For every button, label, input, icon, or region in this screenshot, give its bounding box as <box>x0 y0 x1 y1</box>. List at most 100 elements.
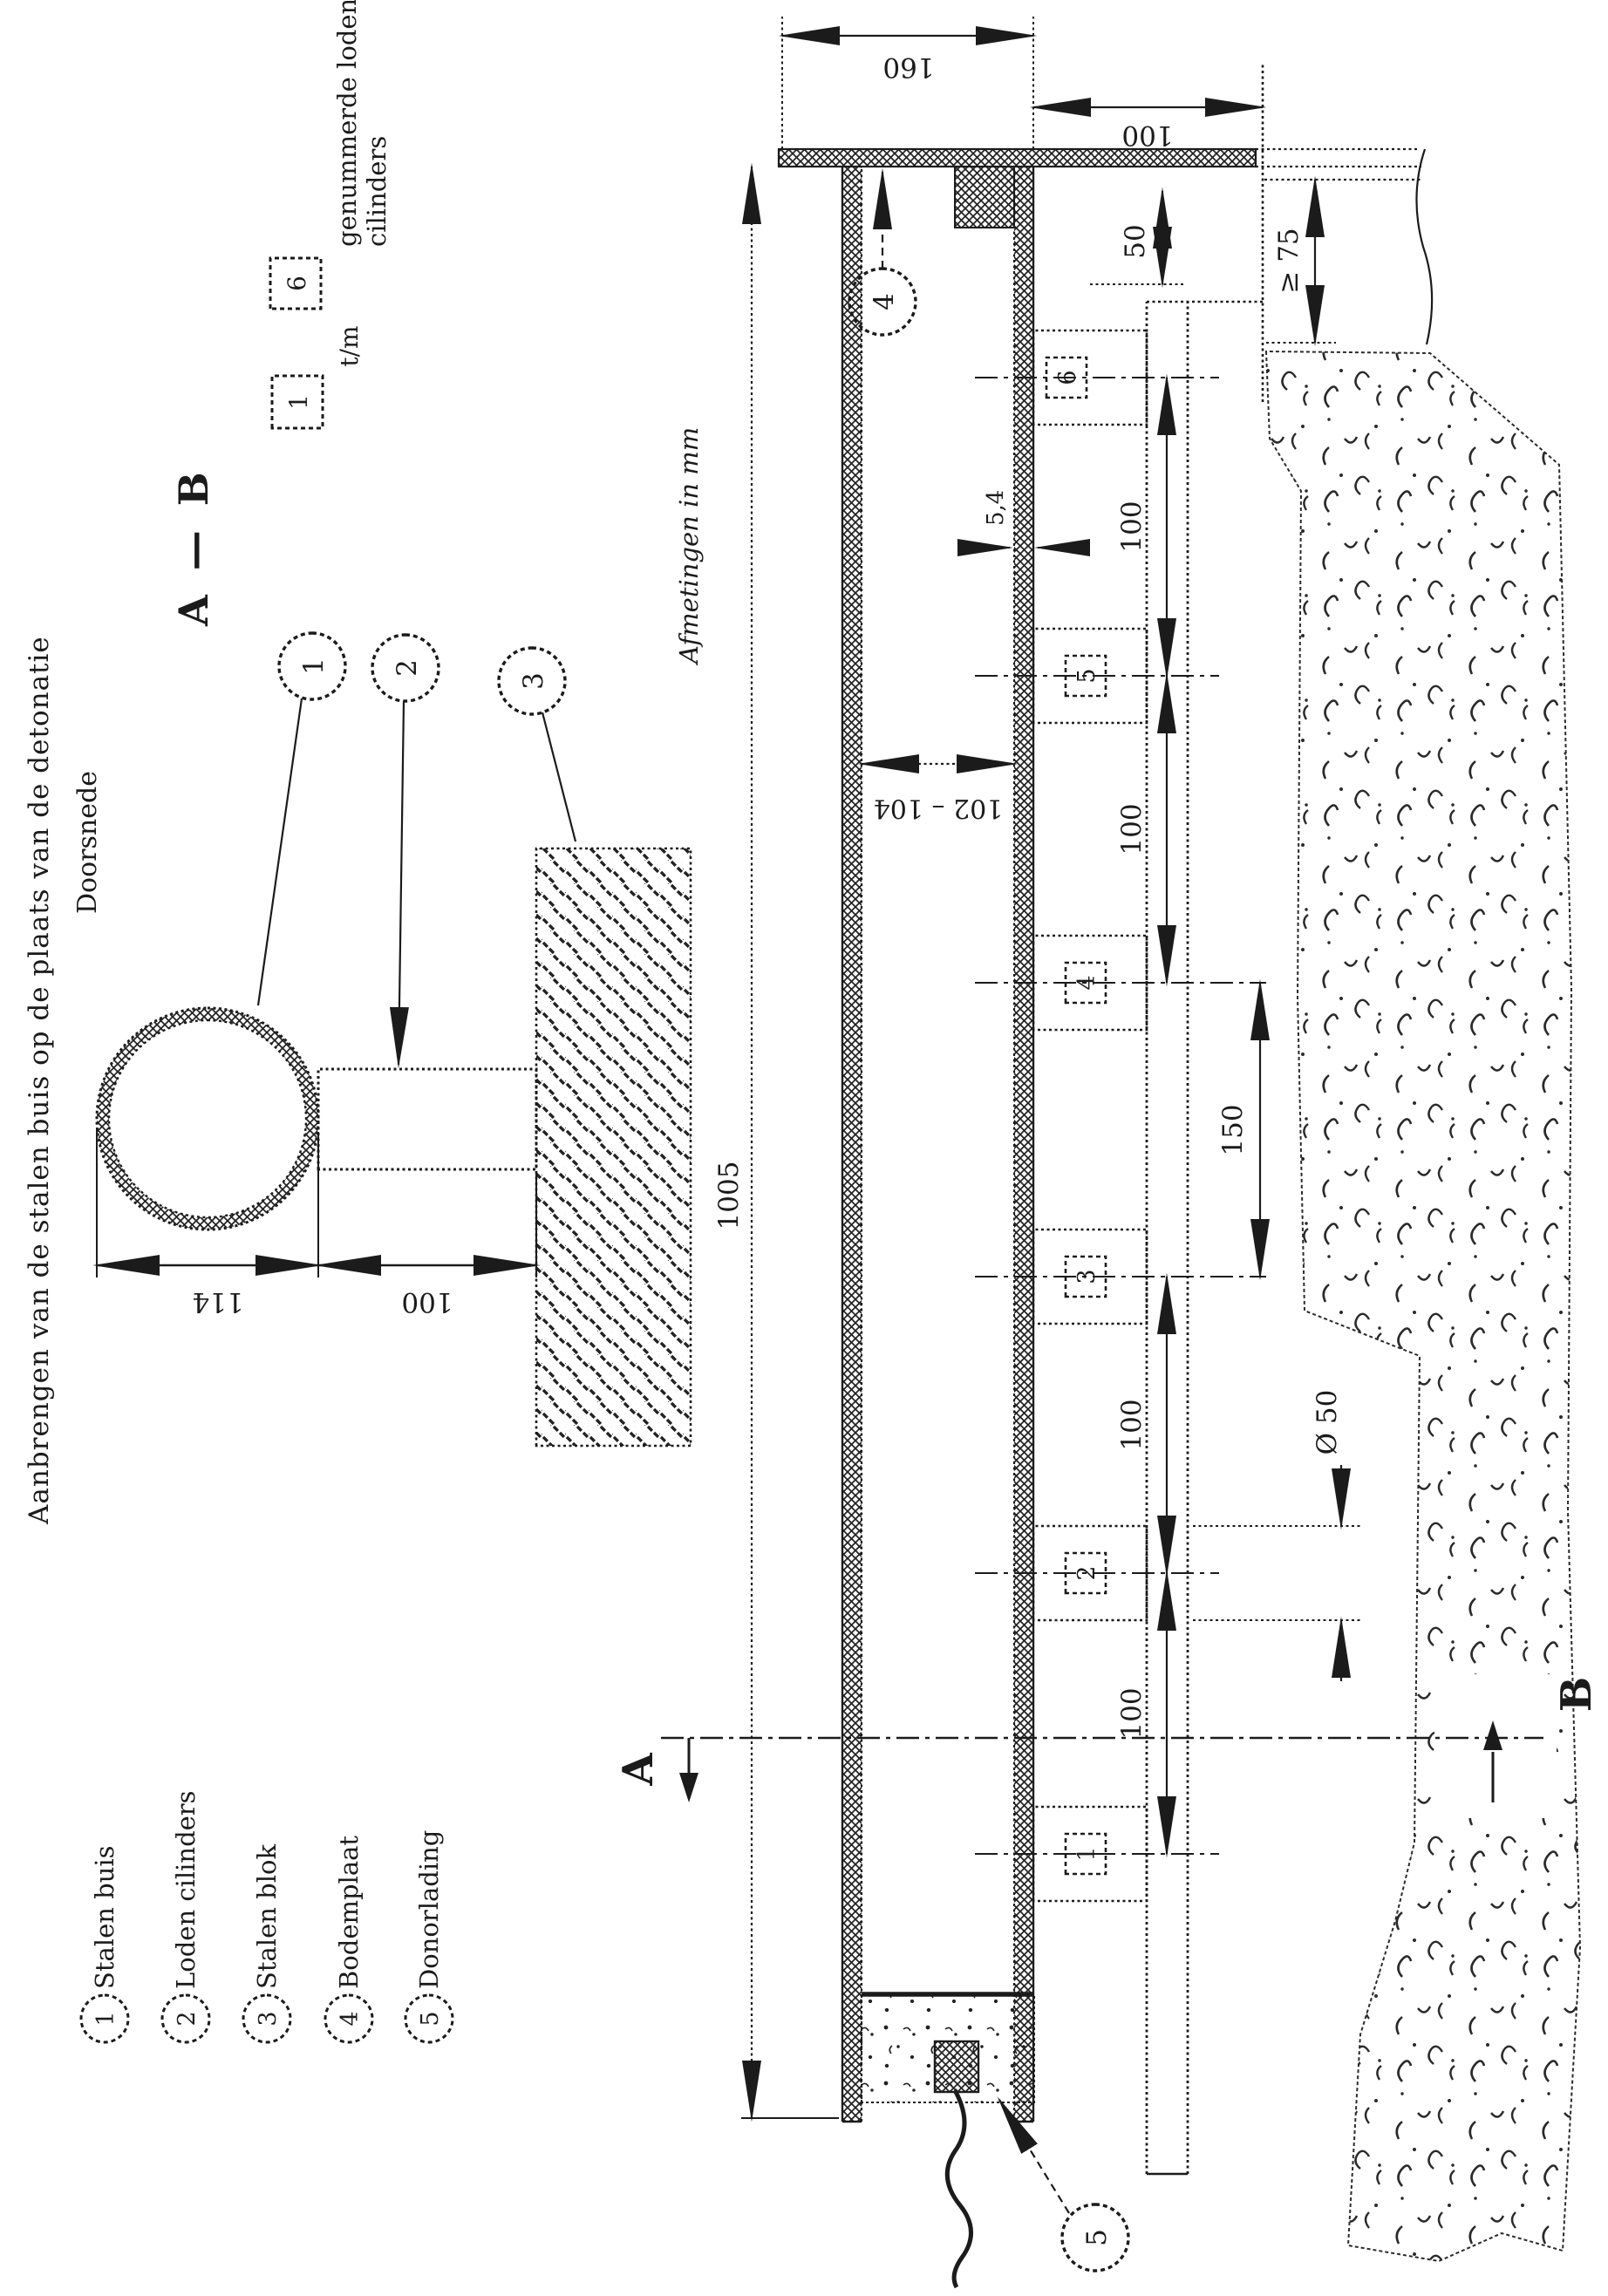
section-arrow-b-head <box>1483 1720 1502 1750</box>
dim-d50-text: Ø 50 <box>1312 1390 1343 1455</box>
callout-4-circle <box>848 267 917 337</box>
callout-2-circle <box>371 633 440 703</box>
cylinder-5-box <box>1064 654 1107 698</box>
dim-50: 50 <box>1090 187 1186 289</box>
dim-wall-text: 5,4 <box>983 490 1009 526</box>
callout-1-text: 1 <box>298 657 330 675</box>
dim-cyl-diameter: Ø 50 <box>1193 1390 1360 1681</box>
dim-1005: 1005 <box>713 162 839 2122</box>
cylinder-5-label: 5 <box>1073 668 1100 683</box>
dim-160-text: 160 <box>882 51 934 83</box>
legend-circle-1 <box>79 1993 130 2044</box>
dim-50-text: 50 <box>1120 224 1151 258</box>
cylinder-3-box <box>1064 1255 1107 1298</box>
section-line-ab: A B <box>614 1677 1601 1802</box>
dim-160: 160 <box>778 17 1038 149</box>
cylinder-6 <box>1032 329 1148 426</box>
cylinder-2-box <box>1064 1551 1107 1595</box>
legend-label-5: Donorlading <box>414 1830 444 1989</box>
section-view-name: A — B <box>170 467 217 627</box>
dim-100-end: 100 <box>1029 97 1267 151</box>
dim-edge-min: ≥ 75 <box>1266 175 1336 347</box>
dim-spacings: 100 100 100 100 150 <box>1116 373 1270 1858</box>
note-line1: genummerde loden <box>332 0 362 247</box>
cylinder-3-label: 3 <box>1073 1269 1100 1284</box>
callout-5-circle <box>1060 2203 1130 2272</box>
cylinder-6-box <box>1045 356 1088 399</box>
dim-114-ext <box>96 1128 319 1277</box>
dim-sp45-text: 100 <box>1116 803 1148 855</box>
callout-3-circle <box>497 646 567 716</box>
section-letter-b: B <box>1552 1677 1601 1713</box>
dim-wall: 5,4 <box>957 490 1090 556</box>
end-plate-footing <box>1256 147 1421 181</box>
cylinder-4-label: 4 <box>1073 975 1100 990</box>
cylinder-1-box <box>1064 1832 1107 1876</box>
lead-cylinders: 1 2 3 4 5 6 <box>975 329 1266 1903</box>
cylinder-6-label: 6 <box>1054 370 1081 385</box>
callout-2-text: 2 <box>392 659 423 677</box>
tube-top-wall <box>842 167 862 2122</box>
legend-circle-2 <box>160 1993 211 2044</box>
note-line2: cilinders <box>362 136 392 247</box>
cylinder-2-label: 2 <box>1073 1565 1100 1580</box>
note-conj-text: t/m <box>335 325 364 366</box>
dim-75-text: ≥ 75 <box>1273 228 1305 293</box>
ground-hatch <box>1264 350 1582 2263</box>
legend: 1 Stalen buis 2 Loden cilinders 3 Stalen… <box>79 1790 454 2044</box>
ground-pocket-d50 <box>1266 1398 1393 1686</box>
dim-100end-text: 100 <box>1121 119 1173 151</box>
section-view-prefix: Doorsnede <box>72 771 103 914</box>
note-box-1-text: 1 <box>284 394 313 410</box>
dim-1005-text: 1005 <box>713 1162 745 1230</box>
note-box-6-text: 6 <box>283 276 311 291</box>
detonator-wire <box>944 2088 973 2289</box>
callout-2-leader <box>389 700 409 1069</box>
cs-lead-cylinder <box>317 1067 538 1171</box>
callout-1-leader <box>256 698 303 1006</box>
legend-num-5: 5 <box>417 2011 444 2026</box>
legend-num-4: 4 <box>337 2011 364 2026</box>
legend-label-2: Loden cilinders <box>171 1790 201 1989</box>
end-plate <box>777 147 1257 168</box>
legend-label-1: Stalen buis <box>90 1845 119 1989</box>
section-arrow-a-head <box>679 1773 698 1802</box>
cs-steel-block <box>535 847 692 1448</box>
drawing-title: Aanbrengen van de stalen buis op de plaa… <box>24 636 55 1525</box>
cylinder-4-box <box>1064 961 1107 1005</box>
legend-label-3: Stalen blok <box>252 1844 282 1989</box>
dim-sp56-text: 100 <box>1116 501 1148 552</box>
legend-label-4: Bodemplaat <box>334 1836 364 1989</box>
main-view: 1 2 3 4 5 6 <box>614 17 1601 2289</box>
tube-wall-ring <box>97 1008 318 1230</box>
legend-num-2: 2 <box>174 2011 201 2026</box>
callout-1-circle <box>277 631 347 701</box>
note-box-1 <box>270 374 324 430</box>
legend-num-3: 3 <box>255 2011 282 2026</box>
legend-num-1: 1 <box>92 2011 119 2026</box>
cylinder-note: 1 t/m 6 genummerde loden cilinders <box>269 0 392 430</box>
dim-inner-diameter: 102 – 104 <box>857 754 1019 823</box>
legend-circle-4 <box>324 1993 374 2044</box>
callout-3-text: 3 <box>518 672 549 690</box>
dim-sp34-text: 150 <box>1217 1104 1249 1155</box>
detonator <box>933 2040 980 2094</box>
cylinder-1-label: 1 <box>1073 1846 1100 1861</box>
dim-114-text: 114 <box>192 1286 243 1318</box>
tube-inner-circle <box>107 1019 308 1219</box>
end-plate-corner-block <box>954 166 1015 228</box>
legend-circle-5 <box>404 1993 454 2044</box>
callout-4-text: 4 <box>869 293 900 310</box>
dim-id-text: 102 – 104 <box>874 793 1004 823</box>
callout-5-leader <box>997 2096 1070 2214</box>
dim-sp12-text: 100 <box>1116 1687 1148 1739</box>
cross-section-view: Doorsnede A — B 114 100 1 2 <box>72 467 692 1448</box>
callout-5-text: 5 <box>1081 2229 1113 2246</box>
ground-break-right <box>1415 148 1434 345</box>
callout-3-leader <box>541 712 577 842</box>
tube-bottom-wall <box>1014 167 1033 2122</box>
dim-100cs-text: 100 <box>401 1286 453 1318</box>
